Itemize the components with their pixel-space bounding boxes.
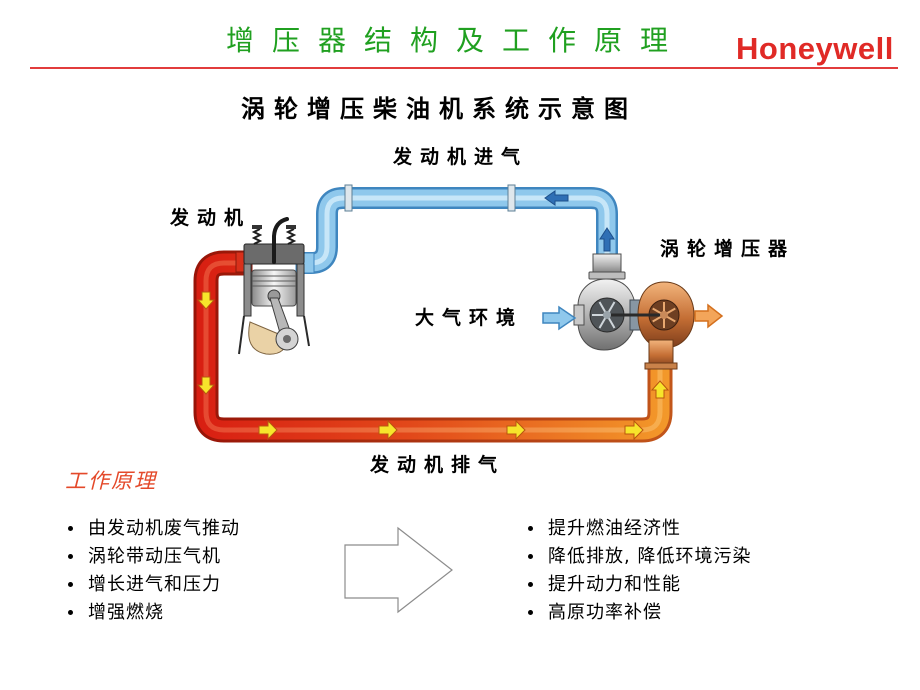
intake-pipe-outline: [298, 187, 618, 274]
label-atmosphere: 大气环境: [415, 307, 524, 329]
valve-spring-left: [251, 228, 263, 245]
exhaust-flow-arrow-right: [258, 419, 278, 441]
turbocharger-illustration: [573, 253, 695, 370]
label-engine: 发动机: [170, 207, 252, 229]
benefit-item: 高原功率补偿: [526, 599, 751, 627]
mechanism-item: 涡轮带动压气机: [66, 543, 240, 571]
exhaust-flow-arrow-right: [506, 419, 526, 441]
bullet-dot: [528, 526, 533, 531]
mechanism-text: 涡轮带动压气机: [88, 546, 221, 567]
intake-pipe-joint: [507, 184, 516, 212]
crank-pin: [283, 335, 291, 343]
cylinder-wall-right: [296, 263, 305, 317]
intake-flow-arrow-left: [544, 190, 569, 206]
bullet-dot: [68, 582, 73, 587]
cylinder-wall-left: [243, 263, 252, 317]
valve-cap-right: [286, 225, 296, 229]
atmosphere-air-arrow: [542, 305, 577, 331]
diagram-title: 涡轮增压柴油机系统示意图: [241, 95, 637, 123]
exhaust-flow-arrow-down: [196, 291, 216, 310]
engine-block-edge-right: [303, 315, 310, 347]
exhaust-flow-arrow-right: [378, 419, 398, 441]
bullet-dot: [528, 582, 533, 587]
valve-cap-left: [252, 225, 262, 229]
engine-illustration: [235, 217, 315, 355]
valve-spring-right: [285, 228, 297, 245]
bullet-dot: [68, 526, 73, 531]
mechanism-item: 增强燃烧: [66, 599, 240, 627]
transition-arrow: [344, 526, 453, 614]
bullet-dot: [528, 610, 533, 615]
label-engine-intake: 发动机进气: [393, 146, 529, 168]
benefit-item: 提升燃油经济性: [526, 515, 751, 543]
intake-pipe-highlight: [298, 195, 610, 266]
fuel-injector: [272, 217, 289, 264]
benefit-text: 降低排放, 降低环境污染: [548, 546, 752, 567]
intake-pipe: [298, 184, 618, 274]
bullet-dot: [68, 610, 73, 615]
benefit-text: 提升动力和性能: [548, 574, 681, 595]
intake-flow-arrow-up: [599, 227, 615, 252]
mechanism-item: 由发动机废气推动: [66, 515, 240, 543]
label-engine-exhaust: 发动机排气: [370, 454, 506, 476]
benefits-list: 提升燃油经济性 降低排放, 降低环境污染 提升动力和性能 高原功率补偿: [526, 515, 751, 627]
turbine-inlet-flange: [644, 362, 678, 370]
principle-heading: 工作原理: [65, 469, 157, 493]
mechanism-text: 增强燃烧: [88, 602, 164, 623]
benefit-item: 降低排放, 降低环境污染: [526, 543, 751, 571]
turbine-hub: [660, 311, 668, 319]
engine-block-edge-left: [238, 315, 245, 355]
compressor-inlet: [573, 304, 585, 326]
exhaust-flow-arrow-down: [196, 376, 216, 395]
intake-pipe-joint: [344, 184, 353, 212]
mechanism-list: 由发动机废气推动 涡轮带动压气机 增长进气和压力 增强燃烧: [66, 515, 240, 627]
slide-title: 增压器结构及工作原理: [226, 24, 687, 57]
turbine-outlet-arrow: [694, 303, 724, 329]
bullet-dot: [528, 554, 533, 559]
exhaust-flow-arrow-up: [650, 380, 670, 399]
title-rule: [30, 67, 898, 69]
mechanism-text: 增长进气和压力: [88, 574, 221, 595]
exhaust-flow-arrow-right: [624, 419, 644, 441]
benefit-text: 高原功率补偿: [548, 602, 662, 623]
benefit-item: 提升动力和性能: [526, 571, 751, 599]
exhaust-pipe: [193, 250, 673, 443]
mechanism-item: 增长进气和压力: [66, 571, 240, 599]
compressor-outlet-flange: [588, 271, 626, 280]
label-turbocharger: 涡轮增压器: [660, 238, 796, 260]
compressor-hub: [603, 311, 611, 319]
exhaust-pipe-highlight: [203, 260, 663, 433]
brand-logo: Honeywell: [736, 31, 894, 66]
bullet-dot: [68, 554, 73, 559]
benefit-text: 提升燃油经济性: [548, 518, 681, 539]
mechanism-text: 由发动机废气推动: [88, 518, 240, 539]
